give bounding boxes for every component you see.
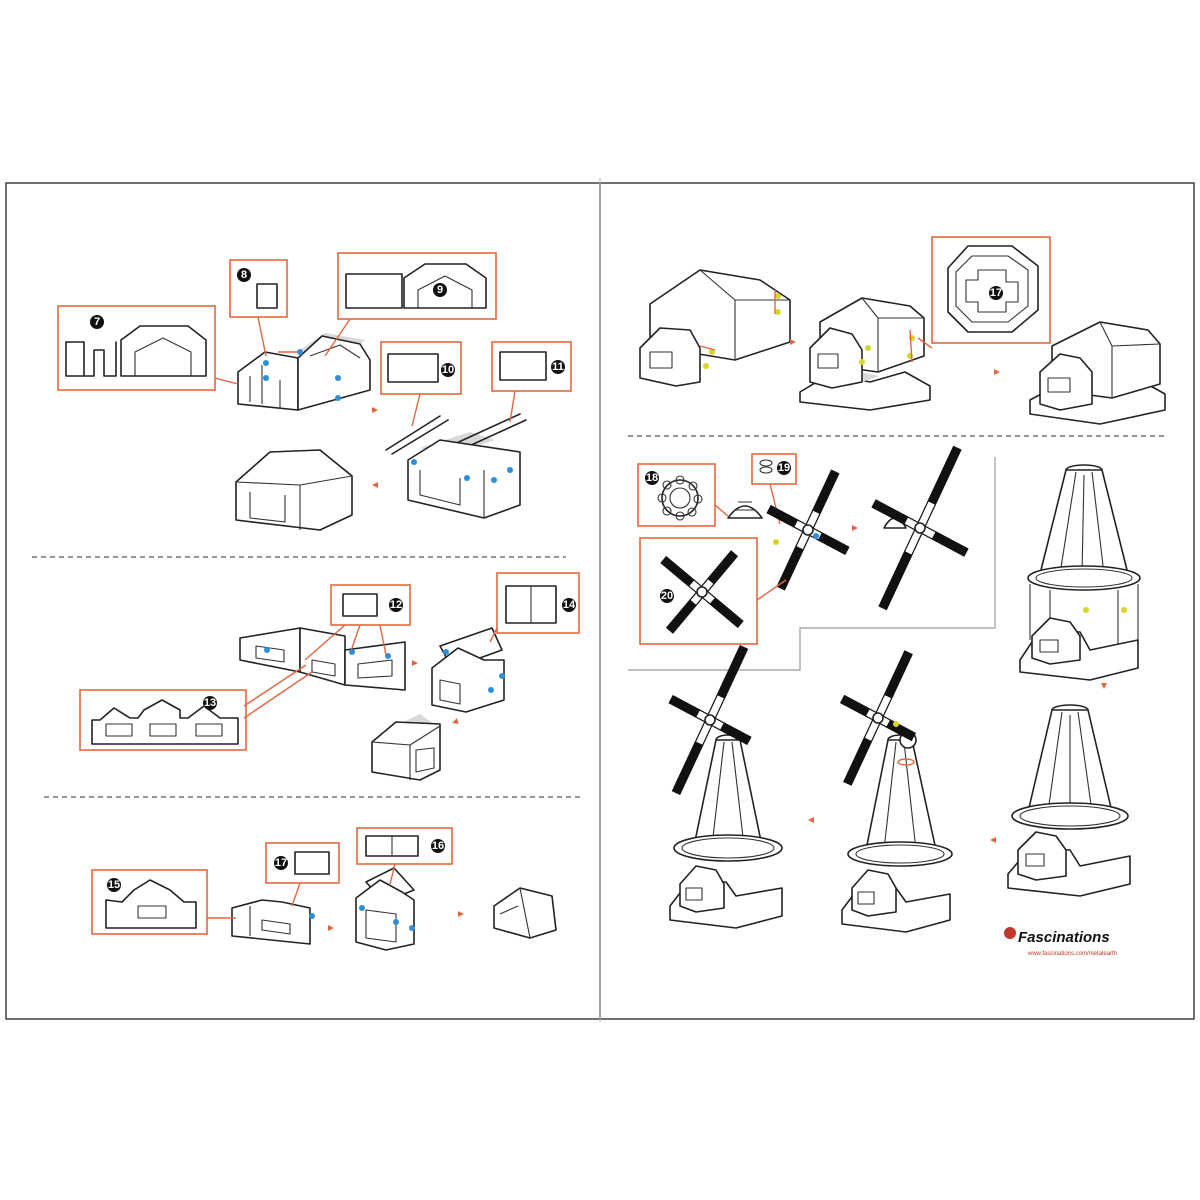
step-12-13-assembly — [239, 624, 406, 719]
step-14-callout: 14 — [496, 572, 580, 634]
step-10-callout: 10 — [380, 341, 462, 395]
arrow-tower-down — [1101, 683, 1107, 689]
step-16-assembly — [355, 863, 415, 951]
tower-base-step — [1007, 704, 1131, 897]
step-12-callout: 12 — [330, 584, 411, 626]
step-17-callout-right: 17 — [931, 236, 1051, 344]
step-16-number: 16 — [432, 840, 444, 852]
arrow-15-16 — [328, 925, 334, 931]
arrow-tower-left — [990, 837, 996, 843]
step-15-17-assembly — [207, 882, 315, 945]
step-15-number: 15 — [108, 879, 120, 891]
step-10-11-assembly — [385, 390, 527, 519]
step-20-number: 20 — [661, 590, 673, 602]
arrow-13-14 — [412, 660, 418, 666]
step-7-9-assembly — [214, 316, 371, 411]
windmill-with-cap-step — [839, 650, 953, 933]
step-10-number: 10 — [442, 364, 454, 376]
step-11-number: 11 — [552, 361, 564, 373]
tower-gallery-step — [1019, 464, 1141, 681]
fascinations-logo: Fascinations www.fascinations.com/metale… — [1004, 927, 1117, 957]
arrow-16-result — [458, 911, 464, 917]
step-15-callout: 15 — [91, 869, 208, 935]
step-17-number-left: 17 — [275, 857, 287, 869]
arrow-base-1 — [790, 339, 796, 345]
step-18-callout: 18 — [637, 463, 716, 527]
step-12-14-result — [371, 714, 442, 781]
step-13-number: 13 — [204, 697, 216, 709]
house-base-step-2 — [799, 297, 933, 411]
arrow-base-2 — [994, 369, 1000, 375]
step-9-callout: 9 — [337, 252, 497, 320]
step-20-callout: 20 — [639, 537, 758, 645]
arrow-18-20 — [852, 525, 858, 531]
step-7-number: 7 — [94, 316, 100, 328]
arrow-14-result — [451, 718, 459, 726]
step-9-number: 9 — [437, 284, 443, 296]
arrow-11-result — [372, 482, 378, 488]
house-on-base-step — [639, 269, 791, 387]
step-boundary — [628, 457, 996, 671]
cap-dome — [714, 483, 781, 525]
brand-url: www.fascinations.com/metalearth — [1027, 951, 1117, 957]
step-8-callout: 8 — [229, 259, 288, 318]
step-16-callout: 16 — [356, 827, 453, 865]
logo-mark-icon — [1004, 927, 1016, 939]
step-19-callout: 19 — [751, 453, 797, 485]
arrow-7-10 — [372, 407, 378, 413]
step-13-callout: 13 — [79, 689, 247, 751]
step-7-11-result — [235, 449, 353, 531]
step-11-callout: 11 — [491, 341, 572, 392]
step-14-assembly — [431, 627, 505, 713]
step-12-number: 12 — [390, 599, 402, 611]
step-17-number-right: 17 — [990, 287, 1002, 299]
sail-assembly-step — [756, 469, 850, 601]
step-15-17-result — [493, 887, 557, 939]
arrow-final — [808, 817, 814, 823]
step-7-callout: 7 — [57, 305, 216, 391]
windmill-final — [668, 645, 783, 929]
sail-assembly-result — [871, 445, 969, 611]
step-18-number: 18 — [646, 472, 658, 484]
step-17-callout-left: 17 — [265, 842, 340, 884]
step-14-number: 14 — [563, 599, 576, 611]
step-8-number: 8 — [241, 269, 247, 281]
brand-name: Fascinations — [1018, 929, 1110, 946]
step-19-number: 19 — [778, 462, 790, 474]
house-base-result — [1029, 321, 1166, 425]
